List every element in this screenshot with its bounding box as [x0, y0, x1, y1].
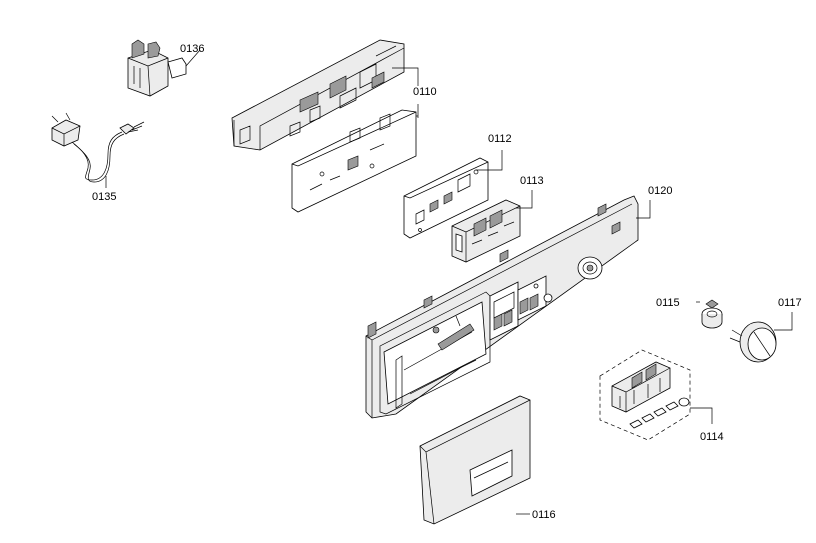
part-0115-knob-insert[interactable] — [701, 299, 723, 329]
label-0136: 0136 — [180, 43, 204, 55]
part-0120-fascia[interactable] — [365, 195, 639, 419]
part-0114-button-set[interactable] — [599, 349, 691, 441]
label-0113: 0113 — [520, 175, 544, 187]
part-0110-housing[interactable] — [231, 39, 405, 151]
part-0136-filter[interactable] — [127, 39, 187, 97]
part-0110-board[interactable] — [291, 109, 417, 213]
label-0120: 0120 — [648, 185, 672, 197]
label-0110: 0110 — [413, 86, 437, 98]
label-0135: 0135 — [92, 191, 116, 203]
part-0113-carrier[interactable] — [451, 199, 521, 263]
label-0115: 0115 — [656, 297, 680, 309]
part-0117-selector-knob[interactable] — [729, 321, 777, 363]
label-0116: 0116 — [532, 509, 556, 521]
label-0117: 0117 — [778, 297, 802, 309]
part-0112-board[interactable] — [403, 157, 489, 239]
label-0114: 0114 — [700, 431, 724, 443]
part-0116-drawer-handle[interactable] — [419, 395, 531, 525]
label-0112: 0112 — [488, 133, 512, 145]
part-0135-mains-cable[interactable] — [51, 112, 145, 183]
